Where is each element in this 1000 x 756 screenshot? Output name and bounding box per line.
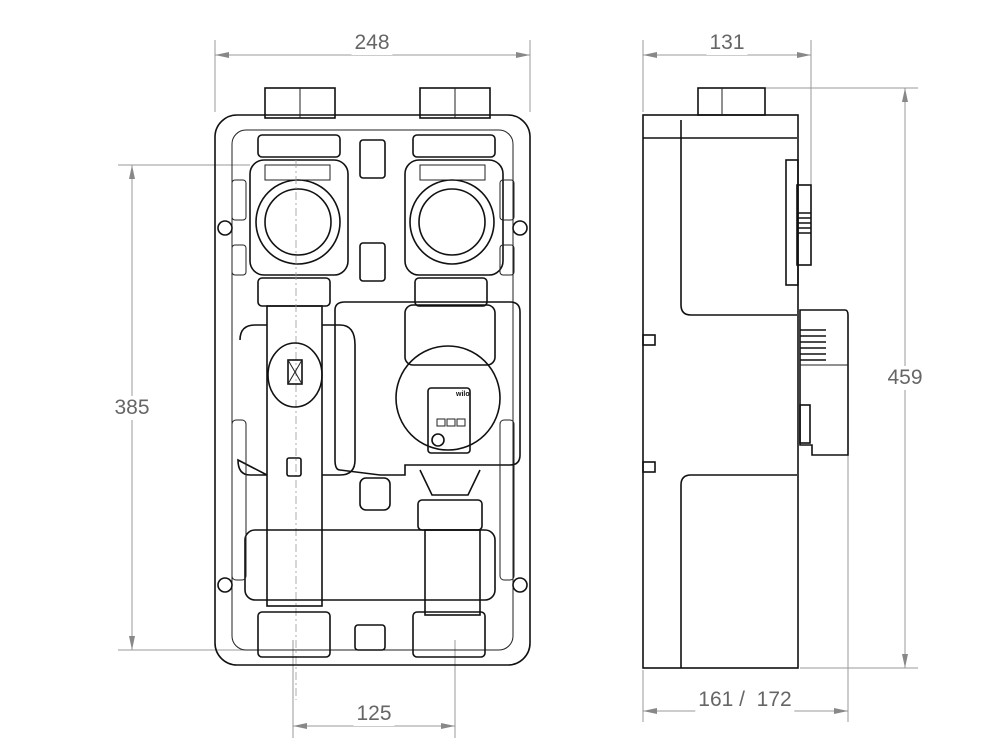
valve-handle [796,184,812,266]
dimension-width-248: 248 [351,31,393,55]
dimension-spacing-125: 125 [353,702,395,726]
pump-control-panel [427,387,471,454]
ball-valve-right [409,179,495,265]
side-view [642,87,849,669]
front-view [214,87,531,700]
pump-head [799,309,849,456]
dimension-depth-161-172: 161 / 172 [695,688,795,712]
pump-motor [395,345,501,454]
ball-valve-left [255,179,341,265]
dimension-height-459: 459 [884,366,926,390]
dimension-height-385: 385 [111,396,153,420]
thermometer-dial [267,342,323,408]
dimension-depth-131: 131 [706,31,748,55]
pump-brand-label: wilo [456,391,470,398]
